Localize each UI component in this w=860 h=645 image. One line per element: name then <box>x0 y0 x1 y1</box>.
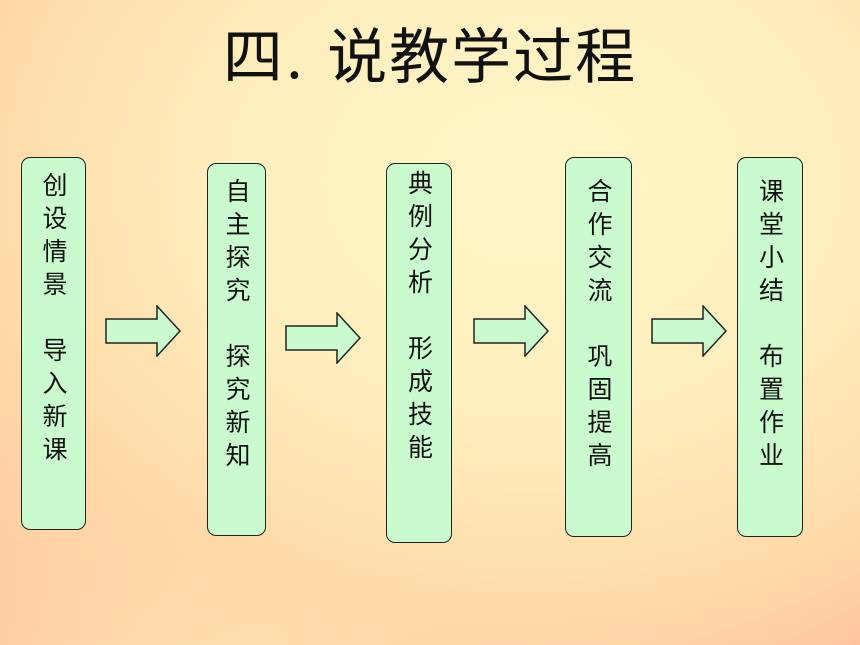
page-title: 四. 说教学过程 <box>222 23 638 93</box>
step-box-1: 创设情景 导入新课 <box>21 157 86 530</box>
step-box-3: 典例分析 形成技能 <box>386 163 452 543</box>
step-label-1: 创设情景 导入新课 <box>39 172 68 469</box>
step-label-5: 课堂小结 布置作业 <box>755 178 785 475</box>
step-box-2: 自主探究 探究新知 <box>207 163 266 536</box>
step-box-5: 课堂小结 布置作业 <box>737 157 803 537</box>
arrow-right-icon <box>473 305 549 357</box>
step-label-3: 典例分析 形成技能 <box>404 170 434 467</box>
arrow-right-icon <box>105 305 181 357</box>
step-label-4: 合作交流 巩固提高 <box>584 178 613 475</box>
step-label-2: 自主探究 探究新知 <box>222 178 251 475</box>
arrow-right-icon <box>285 312 361 364</box>
step-box-4: 合作交流 巩固提高 <box>565 157 632 537</box>
arrow-right-icon <box>651 305 727 357</box>
